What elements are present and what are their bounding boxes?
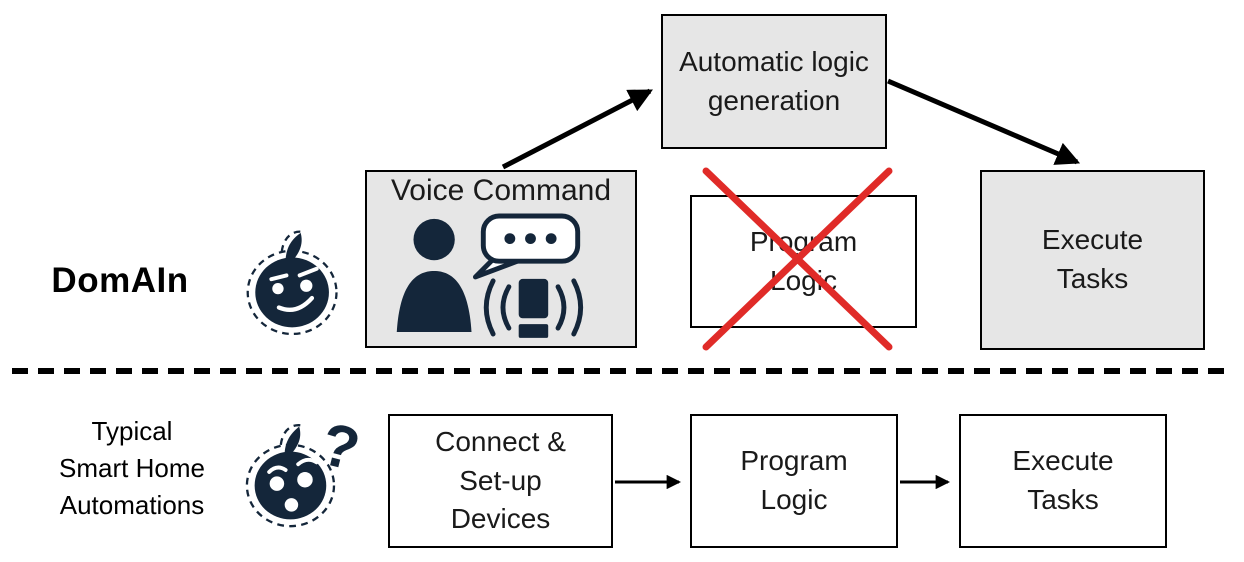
question-mark-glyph: ? (315, 410, 364, 484)
execute-tasks-box-typical: Execute Tasks (959, 414, 1167, 548)
bubble-dot (504, 233, 516, 245)
mascot-face (255, 257, 329, 328)
mascot-right-eye (297, 471, 313, 488)
execute-tasks-label-domain: Execute Tasks (1041, 224, 1144, 294)
mascot-left-eye (269, 476, 285, 491)
program-logic-crossed-box: Program Logic (690, 195, 917, 328)
execute-tasks-box-domain: Execute Tasks (980, 170, 1205, 350)
mascot-dashed-flame-outline (280, 230, 304, 252)
automatic-logic-generation-box: Automatic logic generation (661, 14, 887, 149)
typical-row-label: Typical Smart Home Automations (59, 416, 205, 520)
mascot-left-eyebrow (269, 273, 289, 282)
program-logic-label: Program Logic (740, 445, 848, 515)
voice-command-illustration (396, 213, 584, 338)
connect-setup-devices-label: Connect & Set-up Devices (435, 426, 566, 535)
person-icon (413, 218, 455, 261)
mascot-o-mouth (284, 498, 299, 512)
program-logic-box: Program Logic (690, 414, 898, 548)
mascot-dashed-flame-outline (279, 424, 303, 446)
confused-face-question-icon: ? (245, 410, 364, 528)
automatic-logic-generation-label: Automatic logic generation (679, 45, 869, 116)
voice-command-box: Voice Command (365, 170, 637, 348)
sound-wave (571, 278, 584, 337)
person-body (396, 271, 472, 333)
mascot-flame (284, 426, 301, 454)
mascot-right-eye (300, 279, 313, 292)
sound-wave (500, 284, 512, 331)
mascot-right-eyebrow (296, 457, 319, 467)
execute-tasks-label-typical: Execute Tasks (1012, 445, 1114, 515)
mascot-right-eyebrow (297, 266, 319, 278)
connect-setup-devices-box: Connect & Set-up Devices (388, 414, 613, 548)
phone-base (518, 324, 549, 338)
mascot-left-eye (272, 282, 284, 295)
sound-wave (555, 284, 567, 331)
confident-ai-face-icon (246, 230, 338, 336)
arrow-autologic-to-execute (887, 78, 1081, 165)
mascot-smirk-mouth (276, 295, 315, 312)
voice-command-label: Voice Command (390, 174, 612, 207)
mascot-left-eyebrow (267, 465, 288, 474)
sound-wave (483, 278, 496, 337)
bubble-dot (545, 233, 557, 245)
mascot-flame (285, 232, 302, 262)
program-logic-crossed-label: Program Logic (749, 225, 858, 296)
arrow-voice-to-autologic (501, 88, 653, 170)
domain-row-label: DomAIn (51, 261, 189, 300)
bubble-dot (525, 233, 536, 245)
phone-sound-waves-icon (518, 278, 549, 319)
